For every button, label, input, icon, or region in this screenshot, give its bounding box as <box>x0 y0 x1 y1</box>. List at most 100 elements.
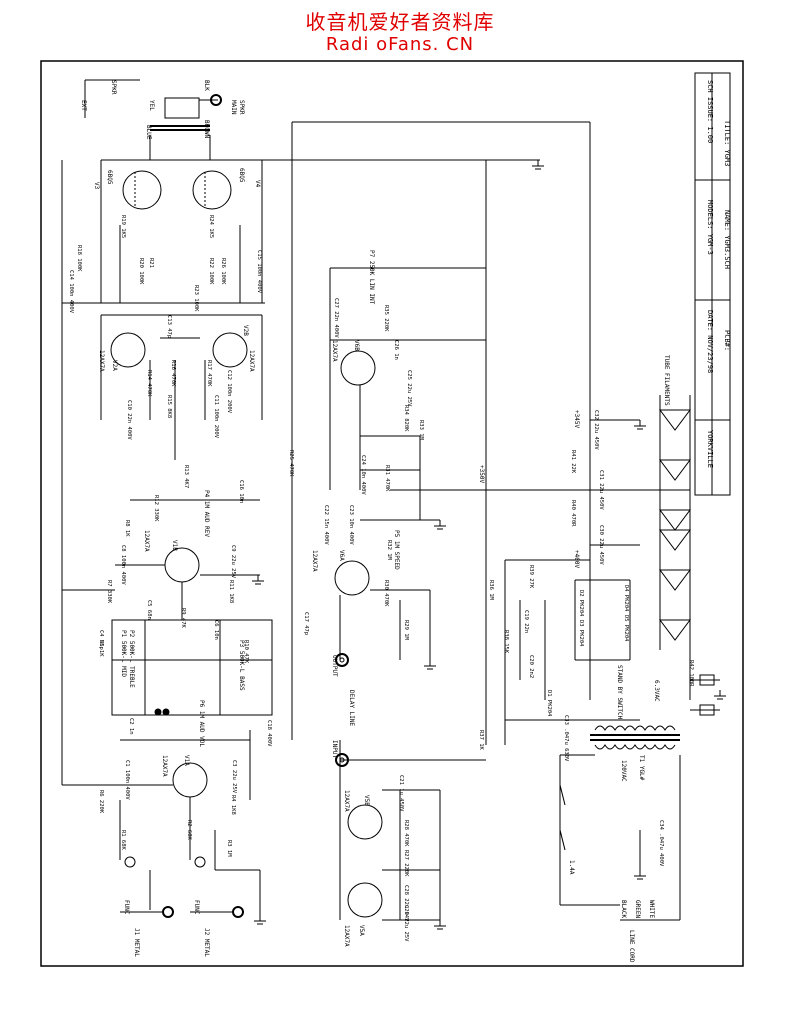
func-label-2: FUNC <box>193 900 200 915</box>
resistor-label: R42 100R <box>688 660 694 687</box>
j2-jack <box>232 906 244 918</box>
capacitor-label: C24 10n 400V <box>360 455 366 495</box>
capacitor-label: C2 1n <box>128 718 134 735</box>
tube-v1b <box>164 547 200 583</box>
brown-wire-label: BROWN <box>203 120 210 138</box>
capacitor-label: C4 56p <box>98 630 104 650</box>
func-jack-2-tip <box>194 856 206 868</box>
filament-voltage: 6.3VAC <box>653 680 660 702</box>
resistor-label: R1 68K <box>120 830 126 851</box>
b-plus-350: +350V <box>478 465 485 483</box>
capacitor-label: C11 100n 200V <box>213 395 219 439</box>
tube-v4-label: V4 <box>254 180 261 188</box>
capacitor-label: C1 100n 400V <box>124 760 130 800</box>
resistor-label: R9 47K <box>180 608 186 629</box>
main-spkr-label: SPKR <box>238 100 245 115</box>
tube-v4-type: 6BQ5 <box>238 168 245 183</box>
diode-label: D2 PK204 <box>578 590 584 617</box>
tube-v1a-type: 12AX7A <box>161 755 168 777</box>
filament-v5 <box>659 459 691 481</box>
resistor-label: R25 470K <box>288 450 294 477</box>
tube-v5b-type: 12AX7A <box>343 790 350 812</box>
tube-v5b-label: V5B <box>363 795 370 806</box>
tube-v1a <box>172 762 208 798</box>
diode-label: D4 PK204 <box>623 585 629 612</box>
capacitor-label: C6 10n <box>213 620 219 640</box>
capacitor-label: C26 1n <box>393 340 399 360</box>
resistor-label: R32 1M <box>386 540 392 561</box>
input-label: INPUT <box>331 740 338 758</box>
sch-issue: SCH ISSUE: 1.00 <box>706 80 714 143</box>
resistor-label: R5 1K <box>98 640 104 657</box>
resistor-label: R21 <box>148 258 154 268</box>
resistor-label: R13 4K7 <box>183 465 189 488</box>
tube-v5a-type: 12AX7A <box>343 925 350 947</box>
j1-jack <box>162 906 174 918</box>
resistor-label: R39 27K <box>528 565 534 589</box>
j2-label: J2 METAL <box>203 928 210 957</box>
filament-v2 <box>659 569 691 591</box>
tube-v1b-type: 12AX7A <box>143 530 150 552</box>
resistor-label: R33 1M <box>418 420 424 441</box>
resistor-label: R37 1K <box>478 730 484 751</box>
tube-v2b <box>212 332 248 368</box>
ext-label: EXT <box>80 100 87 111</box>
resistor-label: R17 470K <box>206 360 212 387</box>
tube-v6b-label: V6B <box>353 340 360 351</box>
resistor-label: R2 68K <box>186 820 192 841</box>
tube-v3-type: 6BQ5 <box>106 170 113 185</box>
resistor-label: R35 220K <box>383 305 389 332</box>
brand-name: YORKVILLE <box>706 430 714 468</box>
resistor-label: R40 470R <box>570 500 576 527</box>
resistor-label: R4 1K8 <box>230 795 236 815</box>
pot-p7: P7 250K LIN INT <box>368 250 375 305</box>
resistor-label: R23 100K <box>193 285 199 312</box>
capacitor-label: C34 .047u 400V <box>658 820 664 867</box>
wire-black: BLACK <box>620 900 627 918</box>
resistor-label: R12 330K <box>153 495 159 522</box>
capacitor-label: C15 100n 400V <box>256 250 262 294</box>
pot-p1: P1 500K-L MID <box>120 630 127 677</box>
pcb-field: PCB#: <box>723 330 731 351</box>
resistor-label: R27 220K <box>403 850 409 877</box>
input-jack <box>335 753 349 767</box>
tube-v2a <box>110 332 146 368</box>
standby-switch-label: STAND BY SWITCH <box>616 665 623 720</box>
drawing-title: TITLE: YGM3 <box>723 120 731 166</box>
capacitor-label: C17 47p <box>303 612 309 635</box>
resistor-label: R15 8K8 <box>166 395 172 418</box>
resistor-label: R24 1K5 <box>208 215 214 238</box>
capacitor-label: C33 .047u 630V <box>563 715 569 762</box>
tube-v2b-type: 12AX7A <box>248 350 255 372</box>
yel-wire-label: YEL <box>148 100 155 111</box>
resistor-label: R18 100K <box>76 245 82 272</box>
mains-voltage: 120VAC <box>620 760 627 782</box>
tube-v6a-type: 12AX7A <box>311 550 318 572</box>
tube-v1b-label: V1B <box>171 540 178 551</box>
resistor-label: R22 100K <box>208 258 214 285</box>
blk-wire-label: BLK <box>203 80 210 91</box>
blue-wire-label: BLUE <box>145 125 152 140</box>
transformer-label: T1 YGL# <box>638 755 645 781</box>
name-field: NAME: YGM3.SCH <box>723 210 731 269</box>
resistor-label: R20 100K <box>138 258 144 285</box>
resistor-label: R26 100K <box>220 258 226 285</box>
pot-p3: P3 500K-L BASS <box>238 640 245 691</box>
diode-label: D3 PK204 <box>578 620 584 647</box>
tube-v5a <box>347 882 383 918</box>
resistor-label: R16 470K <box>170 360 176 387</box>
diode-label: D1 PK204 <box>546 690 552 717</box>
resistor-label: R30 470K <box>383 580 389 607</box>
tube-v6a <box>334 560 370 596</box>
output-jack <box>335 653 349 667</box>
capacitor-label: C8 100n 400V <box>120 545 126 585</box>
capacitor-label: C12 100n 200V <box>226 370 232 414</box>
capacitor-label: C16 10n <box>238 480 244 503</box>
tube-v6b <box>340 350 376 386</box>
wire-green: GREEN <box>634 900 641 918</box>
filament-v6 <box>659 409 691 431</box>
tube-v1a-label: V1A <box>183 755 190 766</box>
capacitor-label: C32 22u 450V <box>593 410 599 450</box>
pot-p4: P4 1M AUD REV <box>203 490 210 537</box>
fuse-rating: 1.4A <box>568 860 575 875</box>
